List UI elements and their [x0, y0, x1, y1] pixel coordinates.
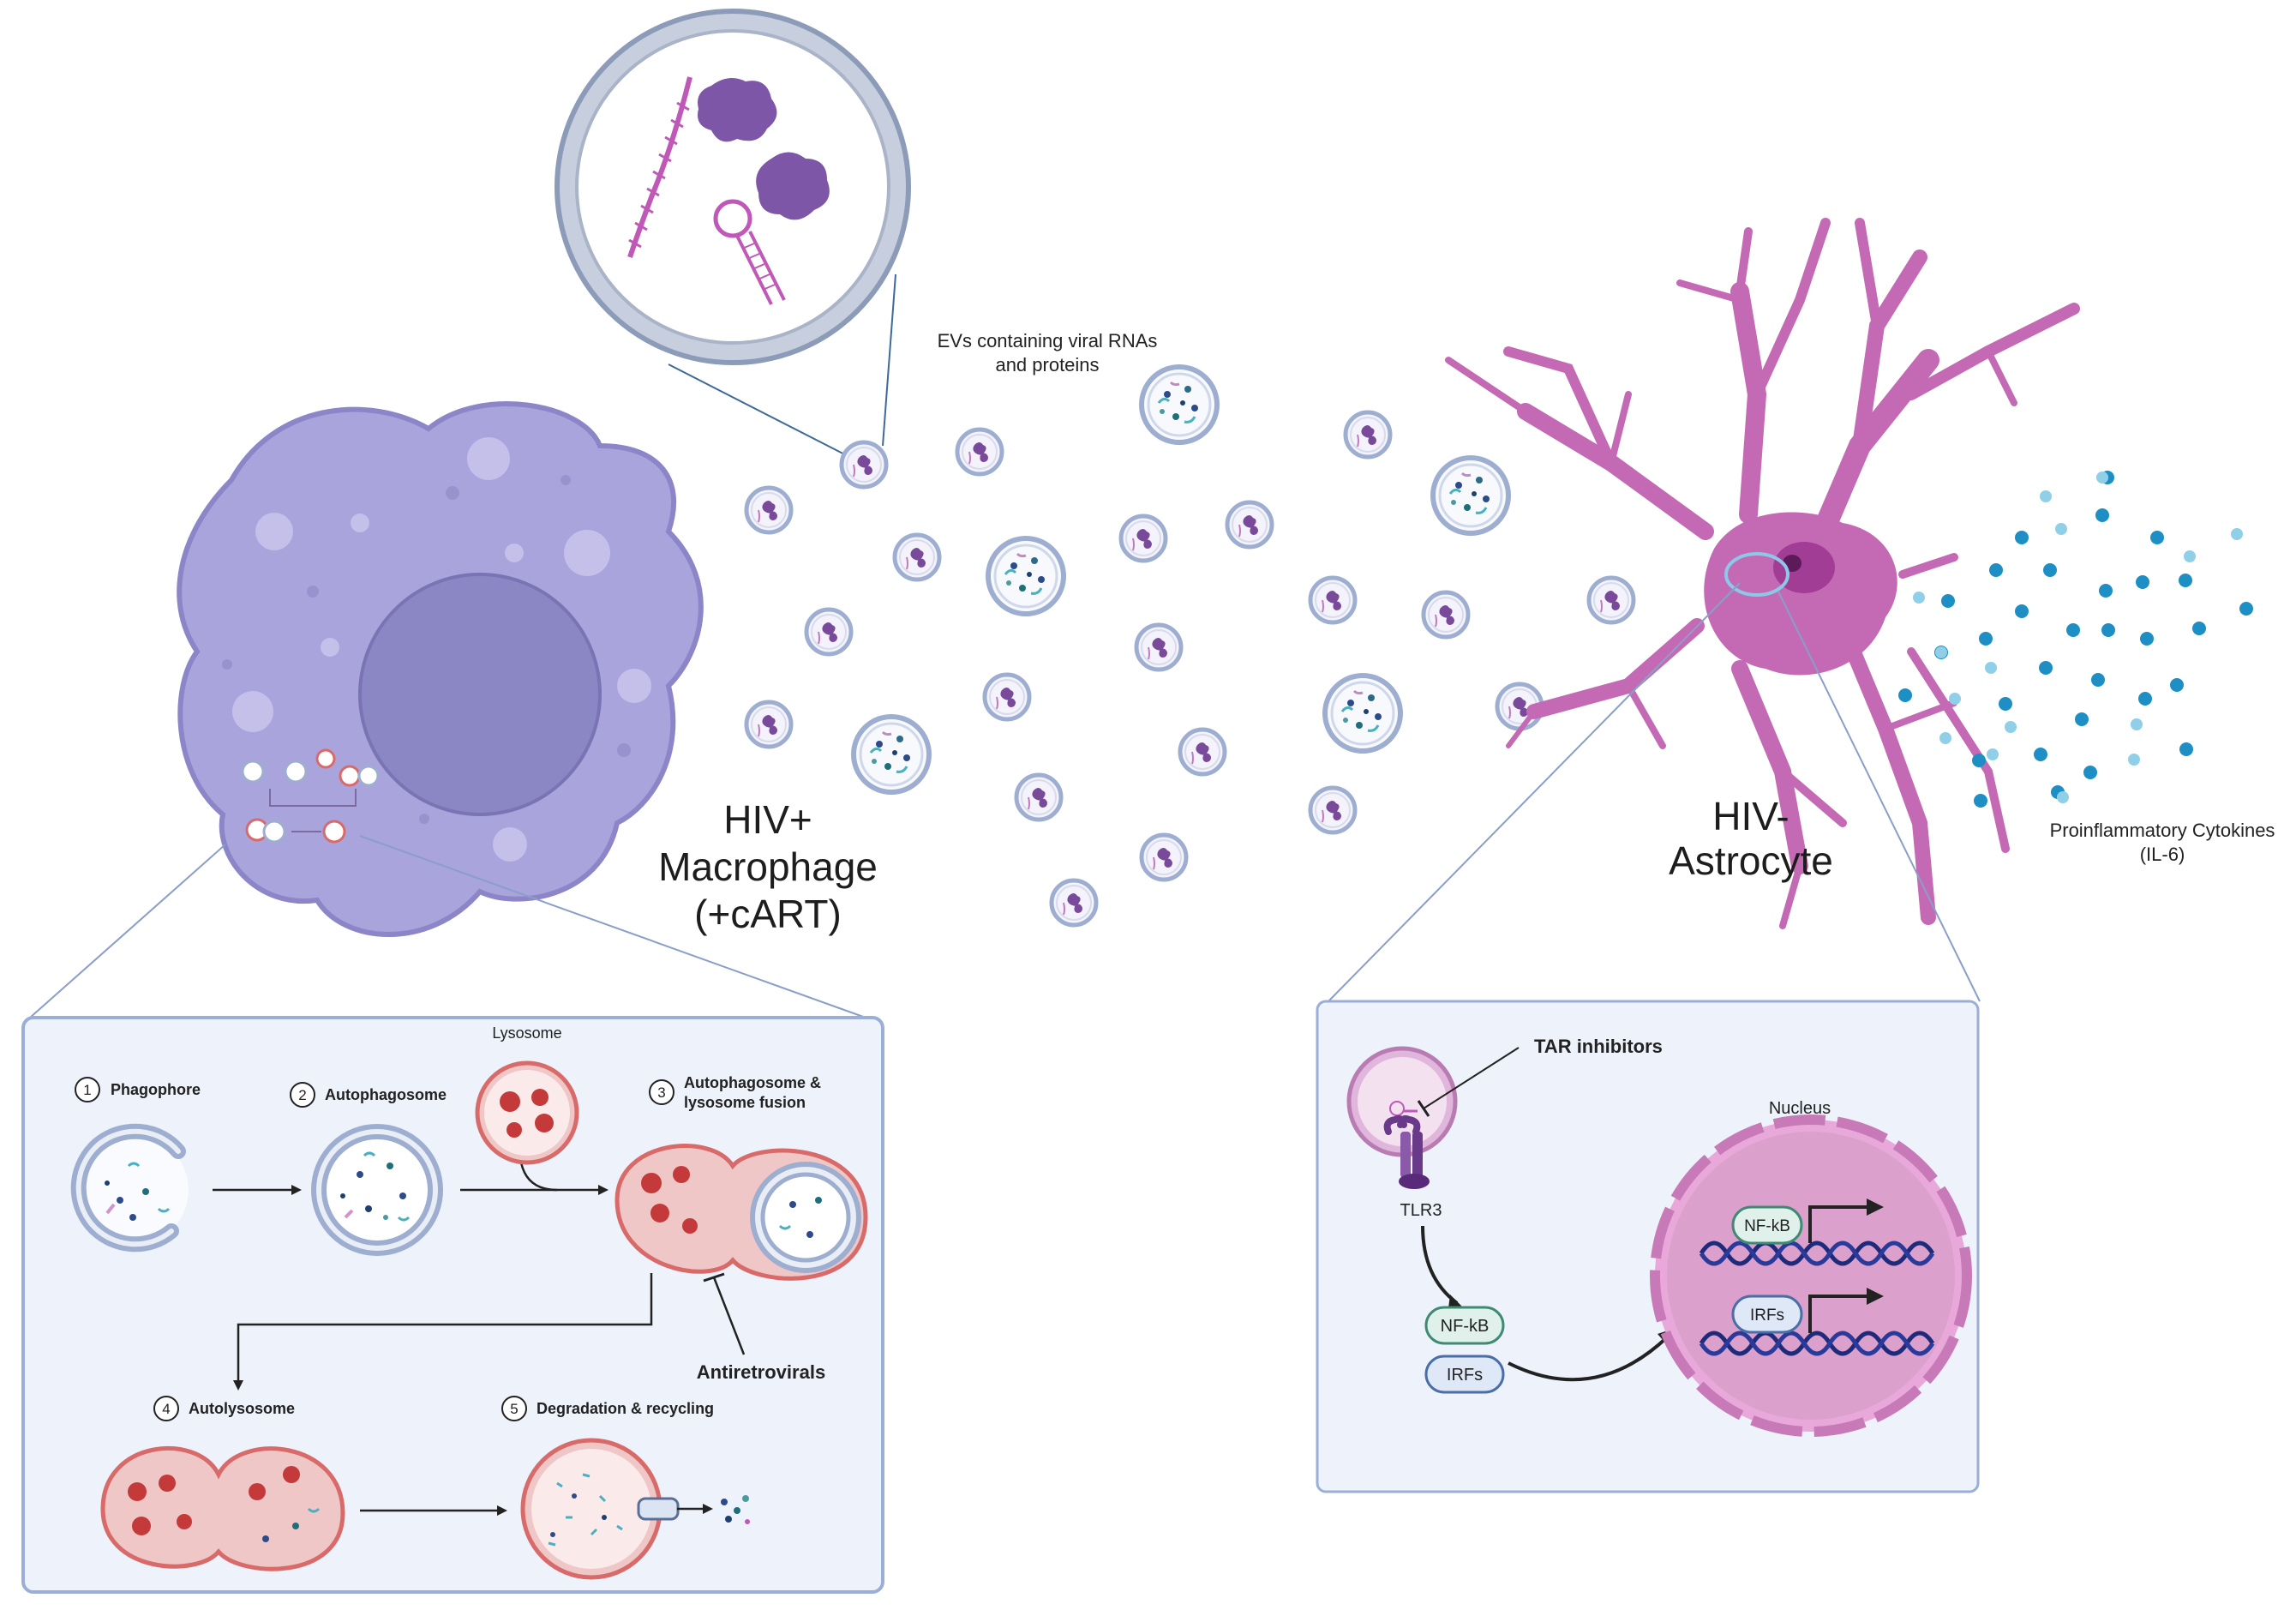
step-3-label-line2: lysosome fusion [684, 1094, 806, 1111]
cytoplasmic-irfs-badge: IRFs [1424, 1355, 1505, 1394]
signaling-zoom-line-left [1328, 582, 1741, 1002]
autophagy-panel: 1 Phagophore 2 Autophagosome 3 Autophago… [21, 1016, 884, 1594]
autophagy-zoom-line-left [29, 844, 226, 1018]
nuclear-irfs-badge: IRFs [1731, 1295, 1803, 1334]
cytokines-label-line1: Proinflammatory Cytokines [2050, 820, 2275, 841]
step-1-number: 1 [75, 1077, 100, 1102]
cytoplasmic-irfs-label: IRFs [1447, 1366, 1483, 1385]
endosome-highlight [1724, 552, 1789, 597]
astrocyte-label-line2: Astrocyte [1669, 838, 1833, 883]
nuclear-irfs-label: IRFs [1750, 1307, 1784, 1325]
cytoplasmic-nfkb-label: NF-kB [1441, 1317, 1490, 1336]
step-1-number-text: 1 [83, 1082, 91, 1098]
antiretroviral-inhibition [712, 1277, 746, 1355]
step-5-number: 5 [501, 1396, 527, 1421]
macrophage-label-line3: (+cART) [694, 892, 842, 936]
dna-strand-bottom [1699, 1331, 1935, 1356]
ev-zoom-callout [555, 9, 911, 464]
lysosome-label: Lysosome [492, 1024, 561, 1042]
translocation-arrow [1508, 1336, 1669, 1382]
viral-protein-icon [698, 78, 830, 220]
lysosome-icon [475, 1060, 579, 1165]
macrophage-label-line2: Macrophage [658, 844, 878, 889]
cytokines-label-line2: (IL-6) [2140, 844, 2185, 865]
cytokine-dots [1898, 471, 2253, 808]
autophagosome-icon [311, 1124, 443, 1256]
viral-rna-icon [627, 76, 692, 258]
arrow-3-to-4 [237, 1273, 653, 1380]
tar-inhibition [1423, 1047, 1520, 1109]
macrophage-nucleus [358, 573, 602, 816]
nucleus-label: Nucleus [1769, 1099, 1831, 1118]
evs-label-line1: EVs containing viral RNAs [938, 330, 1158, 351]
step-1-label: Phagophore [111, 1081, 201, 1098]
signaling-zoom-line-right [1777, 591, 1981, 1002]
step-5-label: Degradation & recycling [537, 1400, 714, 1417]
autophagy-zoom-line-right [359, 835, 866, 1018]
step-2-number: 2 [290, 1082, 315, 1108]
step-4-number-text: 4 [162, 1401, 170, 1417]
autolysosome-icon [100, 1446, 345, 1571]
macrophage-cell [177, 401, 704, 937]
degradation-icon [520, 1438, 750, 1580]
step-4-label: Autolysosome [189, 1400, 295, 1417]
mini-autophagy-icon [241, 748, 380, 844]
step-3-number-text: 3 [657, 1084, 665, 1101]
dna-strand-top [1699, 1241, 1935, 1266]
tar-inhibitors-label: TAR inhibitors [1534, 1036, 1663, 1057]
tlr3-receptor-icon [1383, 1114, 1430, 1189]
extracellular-vesicles [746, 367, 1634, 925]
evs-label-line2: and proteins [995, 354, 1099, 375]
step-5-number-text: 5 [510, 1401, 518, 1417]
phagophore-icon [70, 1123, 189, 1253]
hairpin-rna-icon [713, 199, 786, 305]
step-3-label-line1: Autophagosome & [684, 1074, 821, 1091]
astrocyte-label-line1: HIV- [1712, 794, 1789, 838]
nucleus-icon [1650, 1114, 1972, 1437]
step-2-label: Autophagosome [325, 1086, 447, 1103]
step-4-number: 4 [153, 1396, 179, 1421]
nuclear-nfkb-label: NF-kB [1744, 1217, 1790, 1235]
fusion-icon [614, 1144, 868, 1281]
step-2-number-text: 2 [298, 1087, 306, 1103]
transcription-arrow-top [1808, 1205, 1868, 1243]
transporter-icon [637, 1497, 680, 1521]
step-3-number: 3 [649, 1079, 674, 1105]
antiretrovirals-label: Antiretrovirals [697, 1361, 825, 1383]
cytoplasmic-nfkb-badge: NF-kB [1424, 1306, 1505, 1345]
signaling-panel: TAR inhibitors TLR3 NF-kB IRFs Nucleus [1316, 1000, 1980, 1493]
nuclear-nfkb-badge: NF-kB [1731, 1205, 1803, 1245]
tlr3-label: TLR3 [1400, 1201, 1442, 1220]
astrocyte-nucleus [1773, 542, 1835, 593]
macrophage-label-line1: HIV+ [723, 797, 812, 842]
astrocyte-cell [1445, 218, 2080, 929]
transcription-arrow-bottom [1808, 1295, 1868, 1333]
